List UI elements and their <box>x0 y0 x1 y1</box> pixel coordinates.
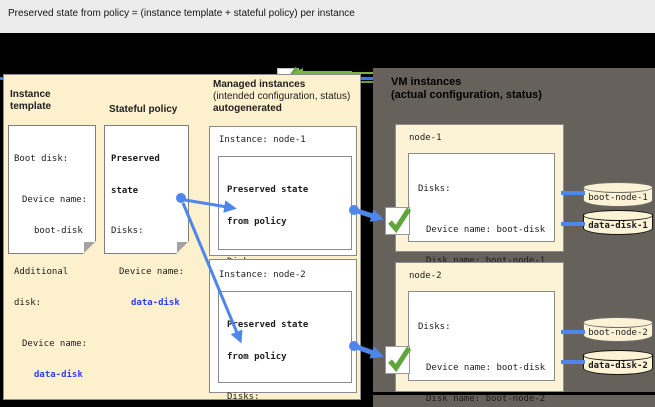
data-disk-value: data-disk <box>34 370 83 380</box>
boot-disk-value: boot-node-1 <box>485 256 546 266</box>
connector-data-disk-2 <box>561 360 585 364</box>
node-name: node-2 <box>409 271 442 281</box>
instance-template-heading: Instance template <box>10 89 52 112</box>
connector-boot-node-1 <box>561 191 585 195</box>
boot-disk-label: Boot disk: <box>14 154 69 164</box>
disks-label: Disks: <box>418 322 451 332</box>
additional-disk-label: Additional <box>14 266 69 277</box>
data-disk-value: data-disk <box>131 298 180 308</box>
instance-title: Instance: node-1 <box>219 135 306 145</box>
disk-label: data-disk-2 <box>588 361 648 371</box>
folded-corner-flap <box>84 242 95 253</box>
vm-disks-box: Disks: Device name: boot-disk Disk name:… <box>408 153 555 338</box>
preserved-state-from-policy: Preserved state <box>227 185 309 195</box>
managed-instance-node-1: Instance: node-1 Preserved state from po… <box>209 126 357 330</box>
check-glyph <box>388 346 412 373</box>
preserved-state-box: Preserved state from policy Disks: Devic… <box>218 291 352 402</box>
vm-instances-heading: VM instances (actual configuration, stat… <box>391 76 542 101</box>
disk-cylinder-boot-node-1: boot-node-1 <box>583 182 653 207</box>
device-name-label: Device name: <box>22 194 88 205</box>
boot-device-value: boot-disk <box>496 362 546 373</box>
diagram-title: Preserved state from policy = (instance … <box>8 8 355 19</box>
boot-disk-line: Disk name: boot-node-2 <box>426 394 546 404</box>
preserved-state-from-policy: Preserved state <box>227 320 309 330</box>
legend-band <box>0 33 655 87</box>
instance-template-doc: Boot disk: Device name: boot-disk Additi… <box>8 125 96 380</box>
preserved-state-title-2: state <box>111 185 139 196</box>
instance-title: Instance: node-2 <box>219 270 306 280</box>
green-arrow-icon <box>293 68 303 78</box>
managed-instance-node-2: Instance: node-2 Preserved state from po… <box>209 259 357 402</box>
stateful-policy-heading: Stateful policy <box>109 104 178 115</box>
disk-label: data-disk-1 <box>588 221 648 231</box>
green-arrow-shaft <box>302 71 352 75</box>
preserved-state-box: Preserved state from policy Disks: Devic… <box>218 156 354 330</box>
boot-device-line: Device name: boot-disk <box>426 224 546 235</box>
disk-cylinder-boot-node-2: boot-node-2 <box>583 317 653 342</box>
check-icon-node-2 <box>385 346 412 374</box>
vm-disks-box: Disks: Device name: boot-disk Disk name:… <box>408 291 555 404</box>
boot-disk-value: boot-disk <box>34 226 83 236</box>
connector-data-disk-1 <box>561 222 585 226</box>
node-name: node-1 <box>409 133 442 143</box>
device-name-label-2: Device name: <box>22 338 88 349</box>
folded-corner-flap <box>177 242 188 253</box>
boot-disk-line: Disk name: boot-node-1 <box>426 256 546 266</box>
disk-label: boot-node-1 <box>588 193 648 203</box>
disks-label: Disks: <box>227 392 260 402</box>
boot-device-value: boot-disk <box>496 224 546 235</box>
check-icon-node-1 <box>385 207 412 235</box>
title-bar: Preserved state from policy = (instance … <box>0 0 655 33</box>
disks-label: Disks: <box>418 184 451 194</box>
device-name-label: Device name: <box>119 266 185 277</box>
stateful-policy-doc: Preserved state Disks: Device name: data… <box>104 125 189 308</box>
panel-bottom-line <box>373 392 655 395</box>
disk-cylinder-data-disk-1: data-disk-1 <box>583 210 653 235</box>
preserved-state-title: Preserved <box>111 154 160 164</box>
additional-disk-label-2: disk: <box>14 298 42 308</box>
managed-instances-heading: Managed instances (intended configuratio… <box>213 79 351 114</box>
connector-boot-node-2 <box>561 330 585 334</box>
vm-node-1: node-1 Disks: Device name: boot-disk Dis… <box>395 124 564 338</box>
boot-device-line: Device name: boot-disk <box>426 362 546 373</box>
disk-cylinder-data-disk-2: data-disk-2 <box>583 350 653 375</box>
boot-disk-value: boot-node-2 <box>485 394 546 404</box>
disk-label: boot-node-2 <box>588 328 648 338</box>
disks-label: Disks: <box>111 226 144 236</box>
check-glyph <box>388 207 412 234</box>
vm-node-2: node-2 Disks: Device name: boot-disk Dis… <box>395 262 564 404</box>
